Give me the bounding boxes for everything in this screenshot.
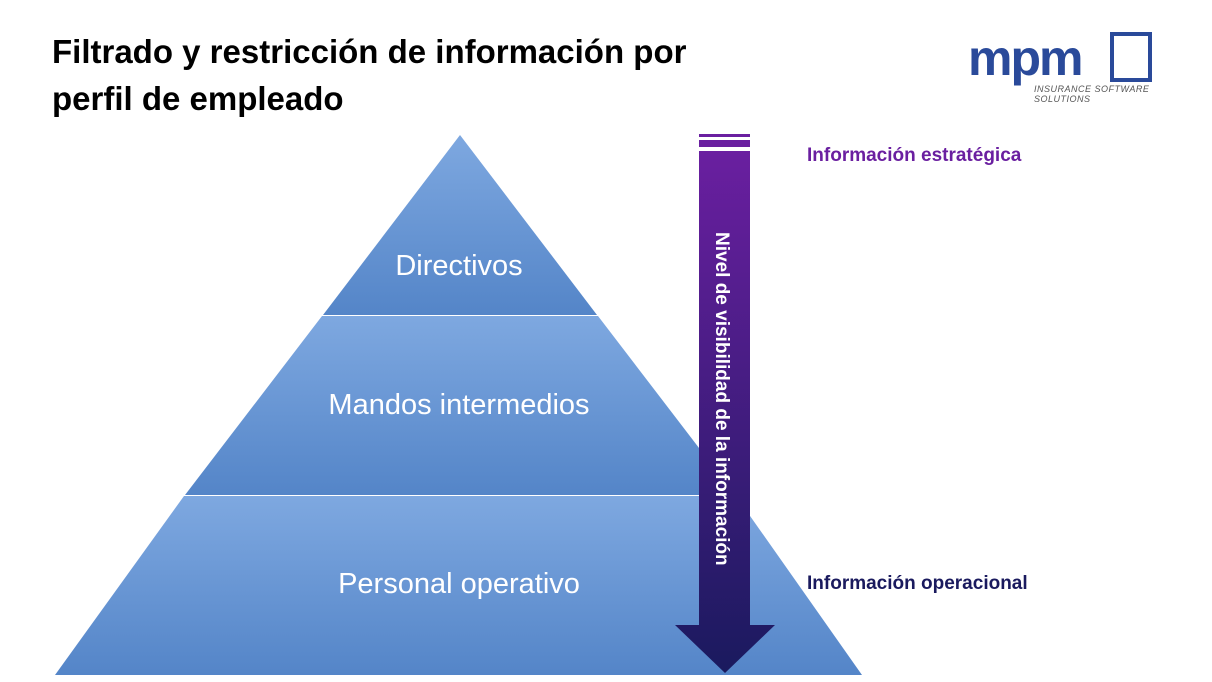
page-title: Filtrado y restricción de información po…: [52, 33, 687, 117]
arrow-label: Nivel de visibilidad de la información: [711, 232, 732, 566]
pyramid-tier-bottom: [55, 496, 862, 675]
pyramid-tier-middle: [185, 316, 735, 495]
label-strategic-info: Información estratégica: [807, 145, 1022, 166]
logo-brand: mpm: [968, 30, 1083, 86]
tier-label-directivos: Directivos: [395, 250, 522, 282]
mpm-logo: mpm INSURANCE SOFTWARE SOLUTIONS: [968, 30, 1188, 104]
pyramid-tier-top: [323, 135, 597, 315]
logo-tagline: INSURANCE SOFTWARE SOLUTIONS: [1034, 84, 1150, 104]
visibility-arrow: Nivel de visibilidad de la información: [675, 134, 775, 673]
label-operational-info: Información operacional: [807, 573, 1028, 594]
tier-label-mandos: Mandos intermedios: [328, 389, 589, 421]
logo-mark-icon: [1110, 32, 1152, 82]
tier-label-personal: Personal operativo: [338, 568, 580, 600]
